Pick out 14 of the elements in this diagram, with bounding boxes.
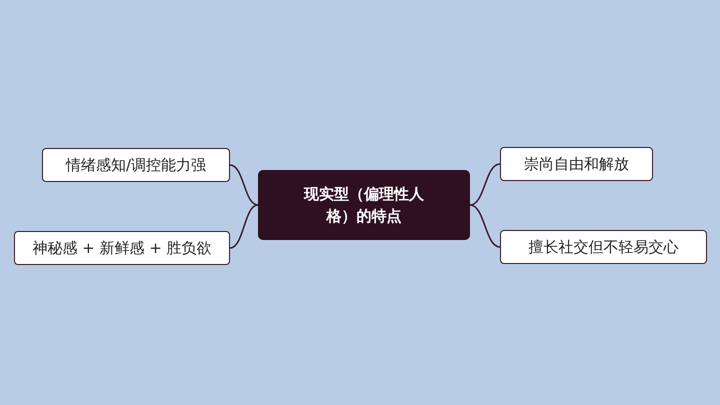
connector-line	[470, 163, 500, 206]
branch-topic-text: 情绪感知/调控能力强	[66, 156, 206, 174]
connector-line	[230, 164, 258, 206]
central-topic-box	[258, 170, 470, 240]
connector-line	[230, 204, 258, 249]
central-topic-text: 现实型（偏理性人格）的特点	[302, 184, 425, 227]
branch-topic-text: 崇尚自由和解放	[524, 154, 629, 174]
branch-topic-box	[42, 148, 230, 182]
branch-topic-text: 神秘感 + 新鲜感 + 胜负欲	[32, 238, 212, 258]
branch-topic-box	[500, 230, 707, 264]
branch-topic-box	[500, 147, 653, 181]
connector-line	[470, 204, 500, 248]
branch-topic-box	[14, 231, 230, 265]
branch-topic-text: 擅长社交但不轻易交心	[528, 238, 678, 256]
